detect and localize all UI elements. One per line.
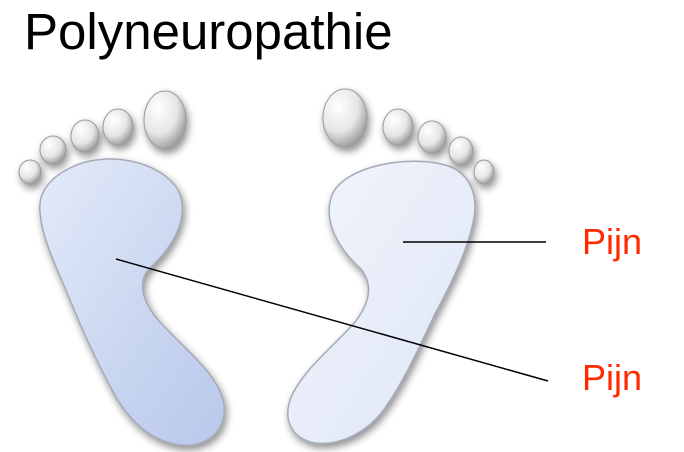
left-toe-5 [19,160,41,184]
right-foot-sole [288,161,475,443]
label-pain-upper: Pijn [582,222,642,262]
left-foot-sole [40,159,224,445]
left-foot [19,91,224,445]
right-toe-5 [474,160,494,184]
left-big-toe [144,91,186,149]
left-toe-4 [40,136,66,164]
label-pain-lower: Pijn [582,358,642,398]
right-big-toe [323,89,367,147]
right-toe-2 [383,109,413,145]
left-toe-2 [103,109,133,145]
right-toe-3 [418,121,446,153]
right-foot [288,89,494,443]
left-toe-3 [71,120,99,152]
right-toe-4 [449,137,473,165]
